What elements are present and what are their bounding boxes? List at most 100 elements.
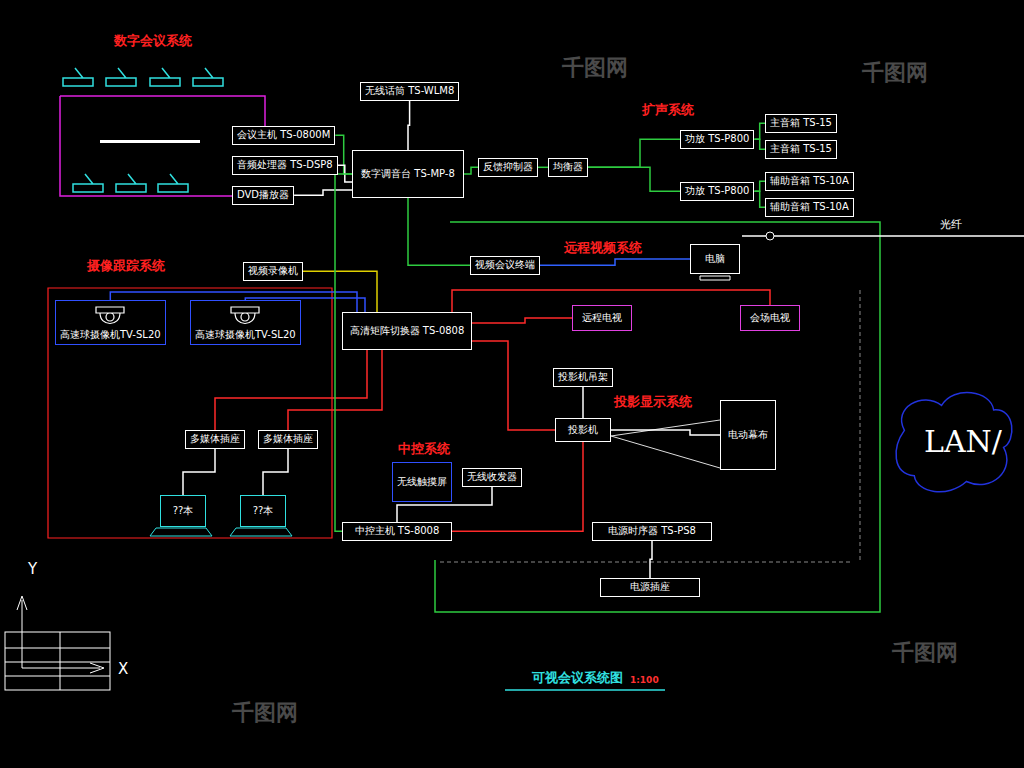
device-label: 主音箱 TS-15 [770, 117, 832, 130]
device-label: 远程电视 [582, 312, 622, 325]
device-box: DVD播放器 [232, 186, 294, 205]
device-label: 视频录像机 [248, 265, 298, 278]
device-box: 音频处理器 TS-DSP8 [232, 156, 338, 175]
system-heading: 中控系统 [396, 441, 452, 457]
device-box: 均衡器 [548, 158, 588, 177]
signal-cable [540, 259, 690, 265]
fiber-line [742, 235, 1024, 237]
device-box: ??本 [160, 495, 206, 527]
signal-cable [472, 318, 572, 323]
projection-beam [611, 420, 720, 468]
device-box: 主音箱 TS-15 [765, 140, 837, 159]
microphone-symbol [73, 174, 103, 192]
microphone-icons [63, 68, 223, 192]
system-heading: 数字会议系统 [112, 33, 194, 49]
title-table [5, 632, 110, 690]
camera-dome [96, 307, 124, 324]
annotation: X [116, 660, 130, 678]
device-box: 会议主机 TS-0800M [232, 126, 335, 145]
cloud-outline [896, 393, 1012, 492]
device-label: 音频处理器 TS-DSP8 [237, 159, 333, 172]
device-box: 视频会议终端 [470, 256, 540, 275]
watermark: 千图网 [230, 700, 300, 726]
device-box: 数字调音台 TS-MP-8 [352, 150, 464, 198]
device-box: 视频录像机 [243, 262, 303, 281]
device-label: 多媒体插座 [263, 433, 313, 446]
microphone-symbol [116, 174, 146, 192]
signal-cable [335, 135, 352, 174]
system-heading: 扩声系统 [640, 102, 696, 118]
signal-cable [538, 167, 548, 169]
device-label: 投影机吊架 [558, 371, 608, 384]
annotation: Y [26, 560, 39, 578]
signal-cable [582, 387, 584, 419]
watermark: 千图网 [860, 60, 930, 86]
device-box: 反馈抑制器 [478, 158, 538, 177]
camera-zone-frame [48, 288, 332, 538]
device-box: 多媒体插座 [258, 430, 318, 449]
device-label: 多媒体插座 [190, 433, 240, 446]
device-label: 无线话筒 TS-WLM8 [365, 85, 454, 98]
signal-cable [650, 541, 652, 579]
device-box: 功放 TS-P800 [680, 182, 754, 201]
device-box: 高速球摄像机TV-SL20 [190, 300, 301, 345]
signal-cable [472, 341, 555, 430]
signal-cable [408, 198, 470, 265]
device-box: 会场电视 [740, 305, 800, 331]
device-box: 电源时序器 TS-PS8 [592, 522, 712, 541]
signal-cable [588, 139, 680, 167]
microphone-symbol [106, 68, 136, 86]
device-box: 无线收发器 [462, 468, 522, 487]
signal-cable [611, 430, 720, 435]
device-box: 电动幕布 [720, 400, 776, 470]
device-label: 主音箱 TS-15 [770, 143, 832, 156]
signal-cable [335, 174, 352, 531]
device-label: 无线收发器 [467, 471, 517, 484]
device-label: 辅助音箱 TS-10A [770, 175, 849, 188]
table-bar [100, 140, 200, 143]
device-label: 功放 TS-P800 [685, 185, 749, 198]
device-label: 高速球摄像机TV-SL20 [195, 329, 296, 342]
device-box: 高清矩阵切换器 TS-0808 [342, 312, 472, 350]
microphone-symbol [193, 68, 223, 86]
signal-cable [588, 167, 680, 191]
dashed-wire [440, 290, 860, 562]
device-box: 电源插座 [600, 578, 700, 597]
device-box: 主音箱 TS-15 [765, 114, 837, 133]
device-box: 电脑 [690, 244, 740, 274]
device-label: 电源时序器 TS-PS8 [608, 525, 696, 538]
device-label: 功放 TS-P800 [685, 133, 749, 146]
signal-cable [215, 350, 367, 430]
signal-cable [408, 101, 410, 151]
fiber-junction [766, 232, 774, 240]
microphone-symbol [158, 174, 188, 192]
device-label: 电动幕布 [728, 429, 768, 442]
microphone-symbol [63, 68, 93, 86]
keyboard-symbol [700, 276, 730, 280]
device-label: 数字调音台 TS-MP-8 [361, 168, 455, 181]
device-label: 反馈抑制器 [483, 161, 533, 174]
microphone-symbol [150, 68, 180, 86]
device-box: 投影机 [555, 418, 611, 442]
microphone-wiring [60, 96, 265, 196]
device-label: 均衡器 [553, 161, 583, 174]
device-label: 无线触摸屏 [397, 476, 447, 489]
device-box: 辅助音箱 TS-10A [765, 172, 854, 191]
title-table-grid [5, 632, 110, 690]
signal-cable [754, 181, 765, 191]
signal-cable [754, 139, 765, 149]
device-label: DVD播放器 [237, 189, 289, 202]
device-box: 投影机吊架 [553, 368, 613, 387]
signal-cable [464, 167, 478, 174]
annotation: 光纤 [938, 218, 964, 231]
device-box: 中控主机 TS-8008 [342, 522, 452, 541]
signal-cable [183, 449, 215, 496]
device-box: ??本 [240, 495, 286, 527]
mic-bus-wire [60, 96, 265, 126]
device-label: 电源插座 [630, 581, 670, 594]
device-box: 远程电视 [572, 305, 632, 331]
watermark: 千图网 [560, 55, 630, 81]
